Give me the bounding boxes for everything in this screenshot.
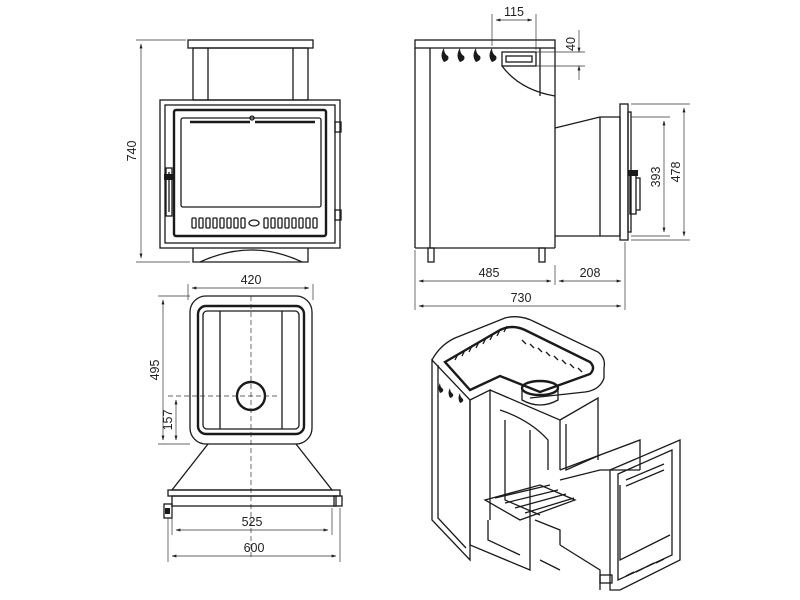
top-depth-label: 495 [148, 360, 162, 381]
top-view: 420 495 157 525 600 [148, 273, 343, 562]
front-air-vents [191, 217, 318, 229]
base-width-label: 525 [242, 515, 263, 529]
body-depth-label: 485 [479, 266, 500, 280]
iso-grate [483, 484, 577, 556]
flame-cutouts [441, 48, 497, 62]
front-top-vents [190, 115, 315, 124]
iso-flame-cutouts [438, 383, 464, 403]
top-width-label: 420 [241, 273, 262, 287]
side-flue-height-label: 40 [564, 37, 578, 51]
tunnel-outer-height-label: 478 [669, 162, 683, 183]
tunnel-length-label: 208 [580, 266, 601, 280]
overall-width-label: 600 [244, 541, 265, 555]
side-flue-width-label: 115 [504, 5, 524, 19]
front-view: 740 [125, 39, 342, 263]
iso-rim-vents [454, 325, 583, 373]
flue-offset-label: 157 [161, 410, 175, 431]
tunnel-inner-height-label: 393 [649, 167, 663, 188]
side-view: 115 40 393 478 485 208 730 [414, 5, 690, 310]
overall-depth-label: 730 [511, 291, 532, 305]
front-height-label: 740 [125, 141, 139, 162]
isometric-view [431, 316, 681, 591]
